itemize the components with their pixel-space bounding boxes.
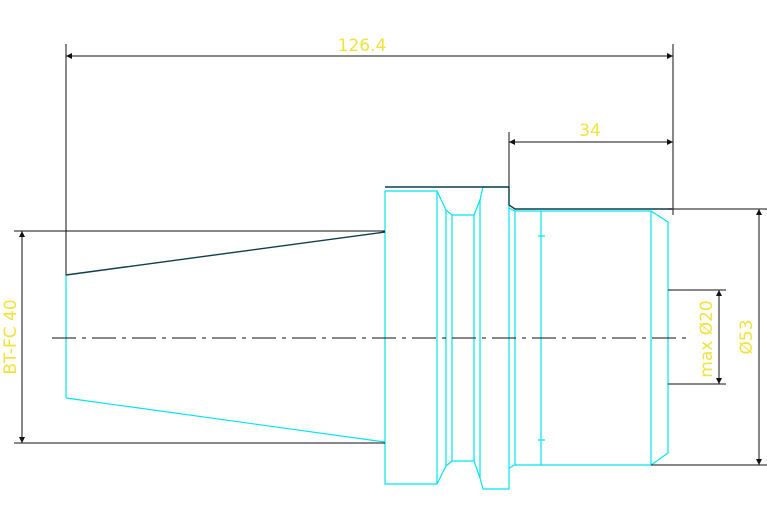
bore-diameter-label: max Ø20: [697, 300, 717, 377]
dimension-lines: [14, 44, 767, 466]
shank-type-label: BT-FC 40: [1, 299, 21, 374]
taper-outline-dark: [65, 186, 672, 276]
outer-diameter-label: Ø53: [737, 319, 757, 354]
collet-length-label: 34: [579, 121, 601, 141]
overall-length-label: 126.4: [338, 36, 387, 56]
